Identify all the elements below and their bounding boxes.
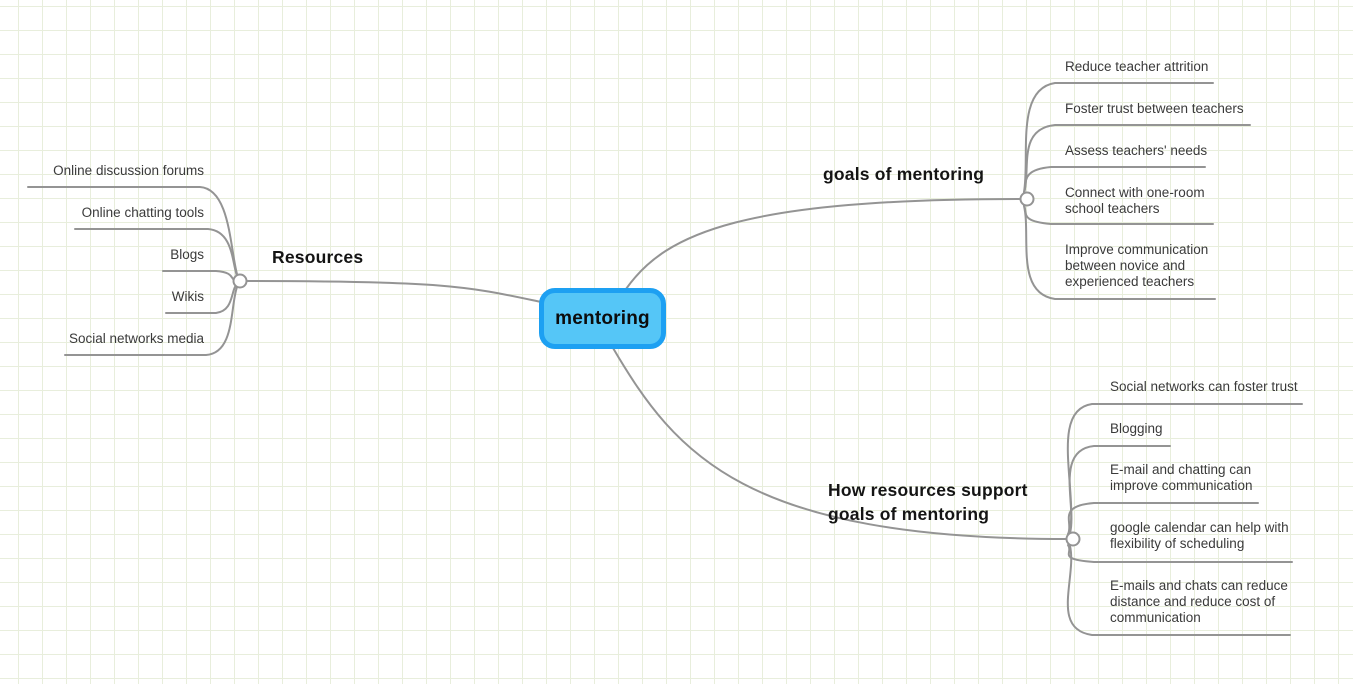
branch-label-resources[interactable]: Resources — [272, 247, 364, 267]
edge-goals-child-4 — [1023, 205, 1216, 300]
edge-how-child-2 — [1067, 502, 1259, 535]
leaf-foster-trust[interactable]: Foster trust between teachers — [1065, 101, 1244, 116]
edge-root-to-goals — [625, 198, 1022, 290]
leaf-online-discussion-forums[interactable]: Online discussion forums — [53, 163, 204, 178]
junction-how[interactable] — [1065, 531, 1081, 547]
leaf-wikis[interactable]: Wikis — [171, 289, 204, 304]
edge-resources-child-3 — [165, 286, 236, 314]
edge-goals-child-0 — [1023, 82, 1214, 193]
edge-how-child-1 — [1068, 445, 1171, 534]
junction-resources[interactable] — [232, 273, 248, 289]
edge-how-child-3 — [1067, 544, 1293, 563]
leaf-assess-needs[interactable]: Assess teachers' needs — [1065, 143, 1208, 158]
leaf-blogging[interactable]: Blogging — [1110, 421, 1163, 436]
branch-label-goals[interactable]: goals of mentoring — [823, 164, 985, 184]
leaf-improve-communication[interactable]: Improve communication between novice and… — [1065, 242, 1209, 289]
branch-label-how[interactable]: How resources support goals of mentoring — [828, 480, 1028, 524]
junction-goals[interactable] — [1019, 191, 1035, 207]
leaf-google-calendar[interactable]: google calendar can help with flexibilit… — [1110, 520, 1289, 551]
edge-root-to-how — [612, 347, 1068, 540]
edge-resources-child-2 — [162, 270, 234, 280]
edge-resources-child-0 — [27, 186, 238, 275]
root-node-mentoring[interactable]: mentoring — [539, 288, 666, 349]
leaf-email-chatting[interactable]: E-mail and chatting can improve communic… — [1110, 462, 1253, 493]
leaf-blogs[interactable]: Blogs — [170, 247, 204, 262]
leaf-online-chatting-tools[interactable]: Online chatting tools — [81, 205, 204, 220]
leaf-social-networks-media[interactable]: Social networks media — [68, 331, 204, 346]
leaf-reduce-teacher-attrition[interactable]: Reduce teacher attrition — [1065, 59, 1209, 74]
edge-goals-child-1 — [1023, 124, 1251, 194]
leaf-social-networks-trust[interactable]: Social networks can foster trust — [1110, 379, 1298, 394]
edge-resources-child-4 — [64, 286, 238, 356]
edge-root-to-resources — [245, 280, 542, 303]
edge-how-child-4 — [1066, 545, 1291, 636]
leaf-emails-chats-reduce[interactable]: E-mails and chats can reduce distance an… — [1110, 578, 1288, 625]
edge-resources-child-1 — [74, 228, 238, 277]
leaf-connect-one-room[interactable]: Connect with one-room school teachers — [1065, 185, 1205, 216]
edge-goals-child-2 — [1022, 166, 1206, 196]
